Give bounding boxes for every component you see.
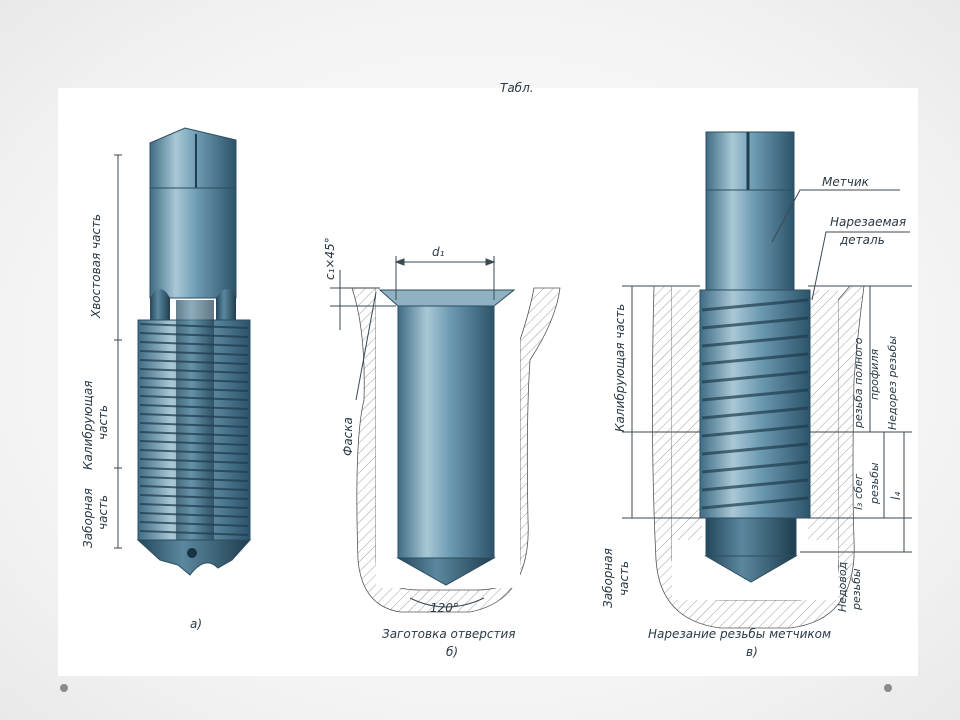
label-part-2: деталь [839,233,885,247]
thread-line [139,476,249,482]
thread-line [139,422,249,428]
caption-c: в) [746,645,758,659]
thread-line [139,512,249,518]
thread-line [139,494,249,500]
panel-a-tap [136,127,252,576]
thread-line [701,406,809,420]
header-fragment: Табл. [500,81,534,95]
thread-line [701,316,809,330]
thread-line [701,334,809,348]
panel-c-dimensions [622,189,912,553]
thread-line [139,404,249,410]
thread-line [139,350,249,356]
label-full-profile-2: профиля [868,349,881,400]
thread-line [139,485,249,491]
label-chamfer: Фаска [341,417,355,456]
thread-line [139,341,249,347]
thread-line [139,332,249,338]
label-calibrating-part-c: Калибрующая часть [613,304,627,432]
thread-line [701,496,809,510]
label-part-1: Нарезаемая [830,215,906,229]
label-intake-part-a-2: часть [96,495,110,530]
thread-line [701,298,809,312]
label-undercut2-2: резьбы [850,568,863,611]
thread-line [701,424,809,438]
thread-line [139,503,249,509]
label-undercut2-1: Недовод [836,562,849,612]
label-tail-part: Хвостовая часть [89,214,103,319]
panel-b-hole-blank [351,287,561,613]
thread-line [139,413,249,419]
thread-line [701,388,809,402]
label-runout-1: l₃ сбег [852,473,865,510]
thread-line [139,440,249,446]
thread-line [139,458,249,464]
thread-line [701,352,809,366]
caption-b: б) [446,645,458,659]
label-l4: l₄ [889,492,903,500]
thread-line [701,442,809,456]
caption-c-title: Нарезание резьбы метчиком [648,627,831,641]
nav-dot-right[interactable] [884,684,892,692]
caption-b-title: Заготовка отверстия [382,627,516,641]
label-calibrating-part-a-2: часть [96,405,110,440]
thread-line [139,449,249,455]
thread-line [701,370,809,384]
panel-b-dimensions [330,256,496,608]
label-runout-2: резьбы [868,462,881,505]
thread-line [139,323,249,329]
label-intake-part-c-2: часть [617,561,631,596]
thread-line [139,431,249,437]
nav-dot-left[interactable] [60,684,68,692]
thread-line [701,460,809,474]
thread-line [139,395,249,401]
thread-line [701,478,809,492]
thread-line [139,521,249,527]
panel-c-tapping [652,131,865,629]
thread-line [139,467,249,473]
label-undercut: Недорез резьбы [886,336,899,430]
thread-line [139,386,249,392]
label-full-profile-1: резьба полного [852,337,865,429]
thread-line [139,368,249,374]
thread-line [139,359,249,365]
thread-line [139,377,249,383]
label-calibrating-part-a-1: Калибрующая [81,381,95,470]
label-chamfer-dim: c₁×45° [323,237,337,280]
label-d1: d₁ [432,245,445,259]
label-intake-part-a-1: Заборная [81,488,95,548]
label-angle-120: 120° [430,601,459,615]
caption-a: а) [190,617,202,631]
label-intake-part-c-1: Заборная [601,548,615,608]
panel-a-brackets [114,154,122,549]
label-tap: Метчик [822,175,870,189]
thread-line [139,530,249,536]
